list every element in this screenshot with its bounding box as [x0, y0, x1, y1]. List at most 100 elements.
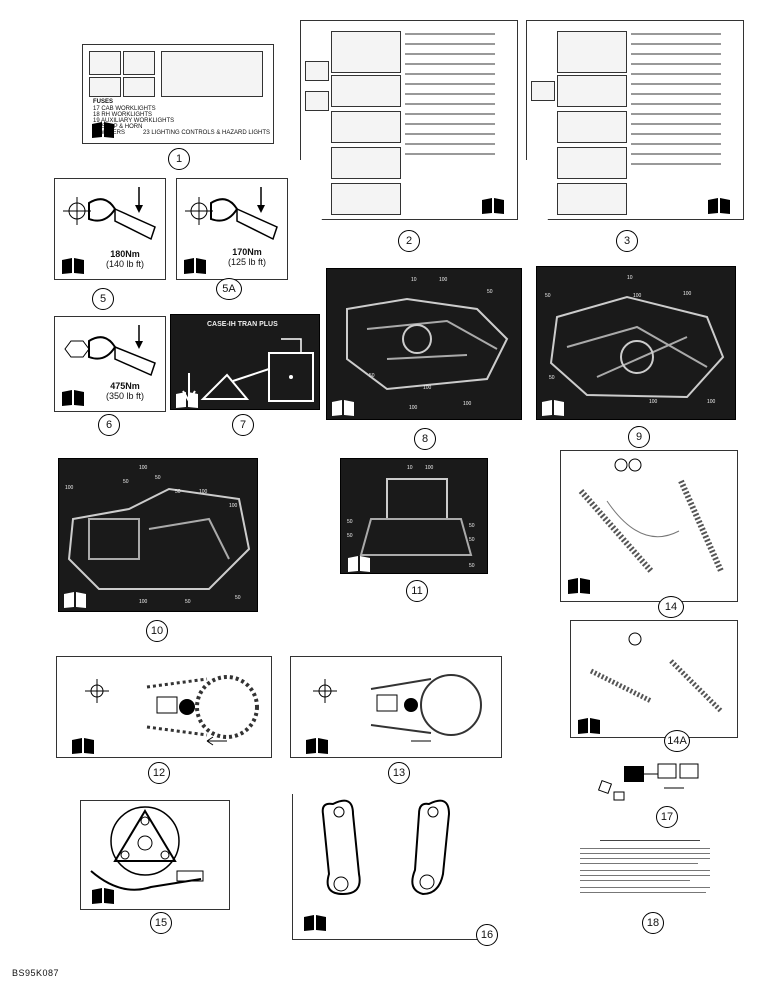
text-line	[580, 870, 710, 871]
figure-label-14a: 14A	[664, 730, 690, 752]
figure-label-18: 18	[642, 912, 664, 934]
text-line	[580, 875, 710, 876]
spring-illustration	[589, 632, 723, 713]
figure-label-3: 3	[616, 230, 638, 252]
decal-12-chain-diagram	[56, 656, 272, 758]
text-line	[580, 892, 706, 893]
machine-illustration	[359, 478, 473, 556]
lube-interval-label: 100	[65, 485, 74, 491]
manual-book-icon	[184, 258, 206, 274]
figure-label-5: 5	[92, 288, 114, 310]
lube-interval-label: 100	[409, 405, 418, 411]
lube-interval-label: 100	[139, 465, 148, 471]
fuse-line: 19 AUXILIARY WORKLIGHTS	[93, 118, 175, 124]
decal-8-lube-points: 10 100 50 100 50 100 100	[326, 268, 522, 420]
lube-interval-label: 50	[469, 523, 475, 529]
machine-illustration	[549, 295, 725, 399]
rotor-illustration	[90, 806, 204, 891]
torque-value: 170Nm	[232, 247, 262, 257]
fuse-grid	[331, 75, 401, 107]
lube-interval-label: 100	[463, 401, 472, 407]
legend-line	[405, 63, 495, 65]
figure-label-1: 1	[168, 148, 190, 170]
manual-book-icon	[578, 718, 600, 734]
torque-imperial: (125 lb ft)	[227, 257, 267, 267]
decal-10-lube-points: 100 50 100 50 50 100 100 100 50 50	[58, 458, 258, 612]
legend-line	[631, 93, 721, 95]
lube-interval-label: 100	[229, 503, 238, 509]
torque-imperial: (140 lb ft)	[105, 259, 145, 269]
text-line	[580, 858, 710, 859]
legend-line	[405, 33, 495, 35]
fuse-grid	[331, 31, 401, 73]
figure-label-9: 9	[628, 426, 650, 448]
legend-line	[405, 83, 495, 85]
manual-book-icon	[482, 198, 504, 214]
lube-interval-label: 50	[347, 519, 353, 525]
manual-book-icon	[306, 738, 328, 754]
manual-book-icon	[72, 738, 94, 754]
fuse-grid	[161, 51, 263, 97]
lube-interval-label: 50	[347, 533, 353, 539]
legend-line	[631, 123, 721, 125]
fuse-block	[123, 51, 155, 75]
lube-interval-label: 10	[407, 465, 413, 471]
figure-label-12: 12	[148, 762, 170, 784]
manual-book-icon	[92, 888, 114, 904]
manual-book-icon	[568, 578, 590, 594]
text-line	[580, 863, 698, 864]
wrench-illustration	[64, 325, 156, 377]
wrench-illustration	[63, 187, 156, 241]
fuse-line: 20 STOP & HORN	[93, 124, 143, 130]
decal-6-torque: 475Nm (350 lb ft)	[54, 316, 166, 412]
wrench-illustration	[185, 187, 278, 241]
side-box	[305, 91, 329, 111]
fuse-block	[89, 77, 121, 97]
legend-line	[405, 93, 495, 95]
legend-line	[631, 113, 721, 115]
side-box	[531, 81, 555, 101]
relay-block	[331, 147, 401, 179]
text-line	[600, 840, 700, 841]
relay-block	[331, 183, 401, 215]
fuse-grid	[557, 75, 627, 107]
text-line	[580, 853, 710, 854]
decal-3-fuse-panel	[526, 20, 744, 220]
chain-illustration	[85, 675, 259, 746]
torque-value: 475Nm	[110, 381, 140, 391]
torque-value: 180Nm	[110, 249, 140, 259]
manual-book-icon	[332, 400, 354, 416]
text-line	[580, 887, 710, 888]
decal-16-belt-diagram	[292, 794, 496, 940]
lube-interval-label: 100	[683, 291, 692, 297]
legend-line	[631, 133, 721, 135]
figure-label-16: 16	[476, 924, 498, 946]
legend-line	[631, 53, 721, 55]
chain-illustration	[313, 674, 482, 742]
lube-interval-label: 50	[545, 293, 551, 299]
torque-imperial: (350 lb ft)	[105, 391, 145, 401]
fuse-line: 23 LIGHTING CONTROLS & HAZARD LIGHTS	[143, 130, 271, 136]
decal-15-rotor-diagram	[80, 800, 230, 910]
decal-17-connector	[597, 763, 699, 801]
fuse-grid	[557, 31, 627, 73]
figure-label-7: 7	[232, 414, 254, 436]
figure-label-5a: 5A	[216, 278, 242, 300]
lube-interval-label: 100	[707, 399, 716, 405]
lube-interval-label: 50	[487, 289, 493, 295]
legend-line	[631, 63, 721, 65]
figure-label-13: 13	[388, 762, 410, 784]
decal-18-text-panel	[578, 838, 714, 906]
relay-block	[557, 147, 627, 179]
figure-label-17: 17	[656, 806, 678, 828]
lube-interval-label: 50	[549, 375, 555, 381]
fuse-block	[89, 51, 121, 75]
decal-5a-torque: 170Nm (125 lb ft)	[176, 178, 288, 280]
decal-11-lube-points: 10 100 50 50 50 50 50	[340, 458, 488, 574]
legend-line	[405, 43, 495, 45]
decal-9-lube-points: 10 100 50 100 50 100 100	[536, 266, 736, 420]
decal-1-fuse-panel: FUSES 17 CAB WORKLIGHTS 18 RH WORKLIGHTS…	[82, 44, 274, 144]
manual-book-icon	[92, 122, 114, 138]
lube-interval-label: 100	[633, 293, 642, 299]
figure-label-14: 14	[658, 596, 684, 618]
